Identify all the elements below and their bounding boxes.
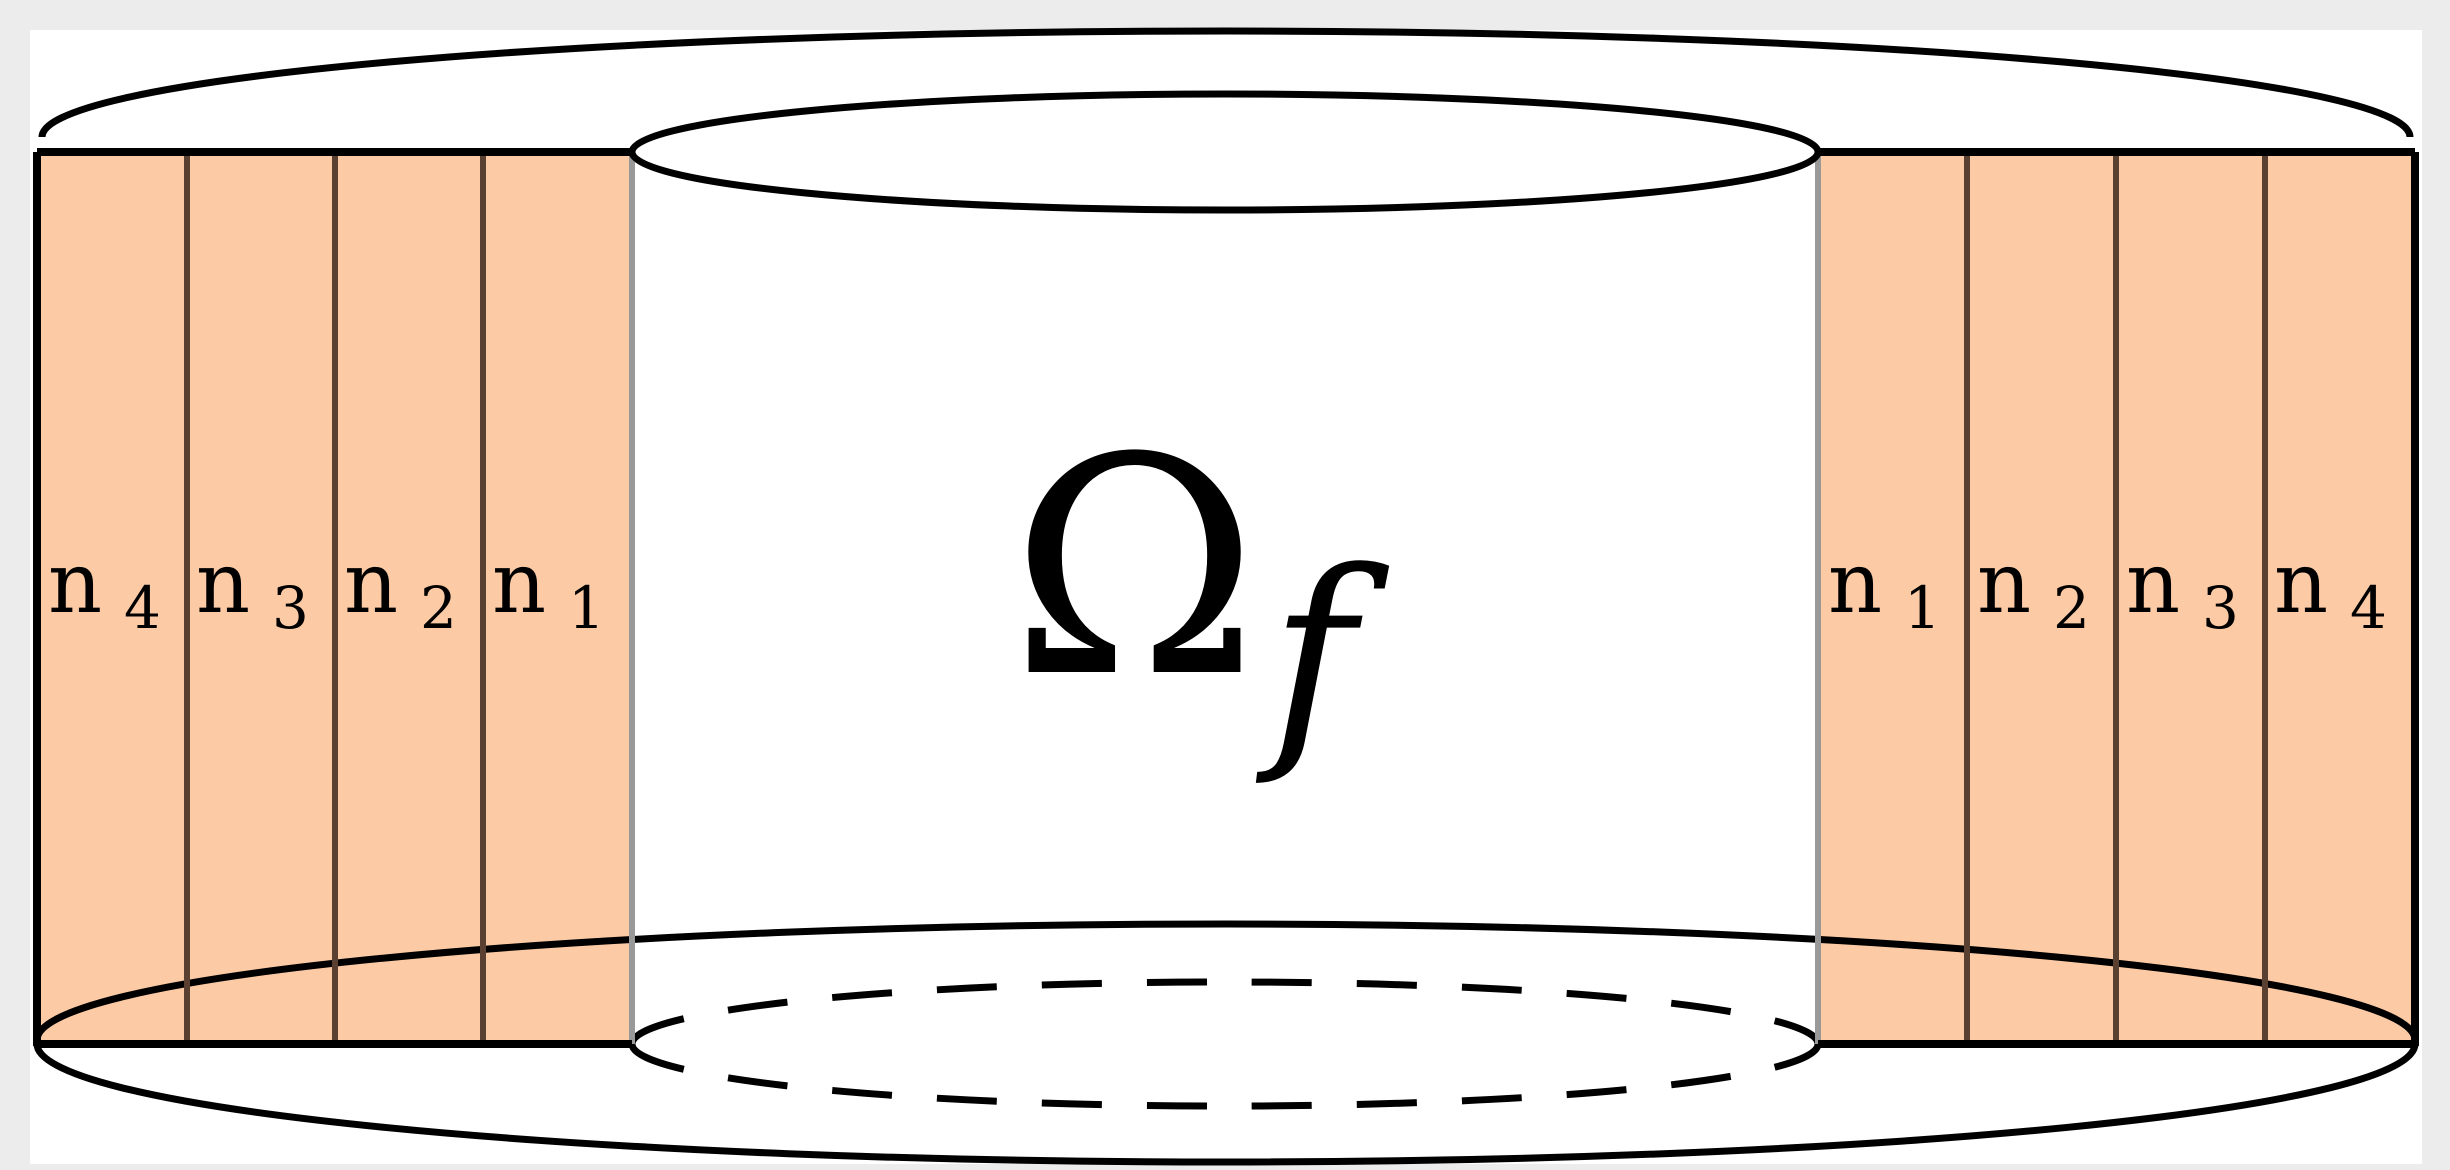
layer-label-left-n2: n: [344, 534, 398, 632]
layer-subscript-left-1: 1: [568, 574, 605, 642]
outer-top-ellipse: [38, 27, 2414, 138]
layer-label-left-n1: n: [492, 534, 546, 632]
layer-subscript-right-2: 2: [2053, 574, 2090, 642]
inner-boundary-lines: [629, 152, 1821, 1044]
outer-bottom-ellipse-front-edge: [33, 1043, 2419, 1166]
layer-label-left-n3: n: [196, 534, 250, 632]
layer-subscript-left-2: 2: [420, 574, 457, 642]
outer-walls: [33, 152, 2419, 1046]
domain-label: Ω: [1010, 394, 1259, 743]
inner-top-ellipse: [628, 90, 1822, 214]
layer-label-left-n4: n: [48, 534, 102, 632]
layer-label-right-n2: n: [1977, 534, 2031, 632]
layer-subscript-right-1: 1: [1904, 574, 1941, 642]
layer-subscript-left-3: 3: [272, 574, 309, 642]
layer-label-right-n4: n: [2274, 534, 2328, 632]
layer-dividers: [184, 152, 2268, 1044]
layer-subscript-left-4: 4: [124, 574, 161, 642]
left-layer-labels: n 4 n 3 n 2 n 1: [48, 534, 605, 642]
layer-subscript-right-4: 4: [2350, 574, 2387, 642]
layer-subscript-right-3: 3: [2202, 574, 2239, 642]
layer-label-right-n1: n: [1828, 534, 1882, 632]
layer-label-right-n3: n: [2126, 534, 2180, 632]
right-layer-labels: n 1 n 2 n 3 n 4: [1828, 534, 2387, 642]
